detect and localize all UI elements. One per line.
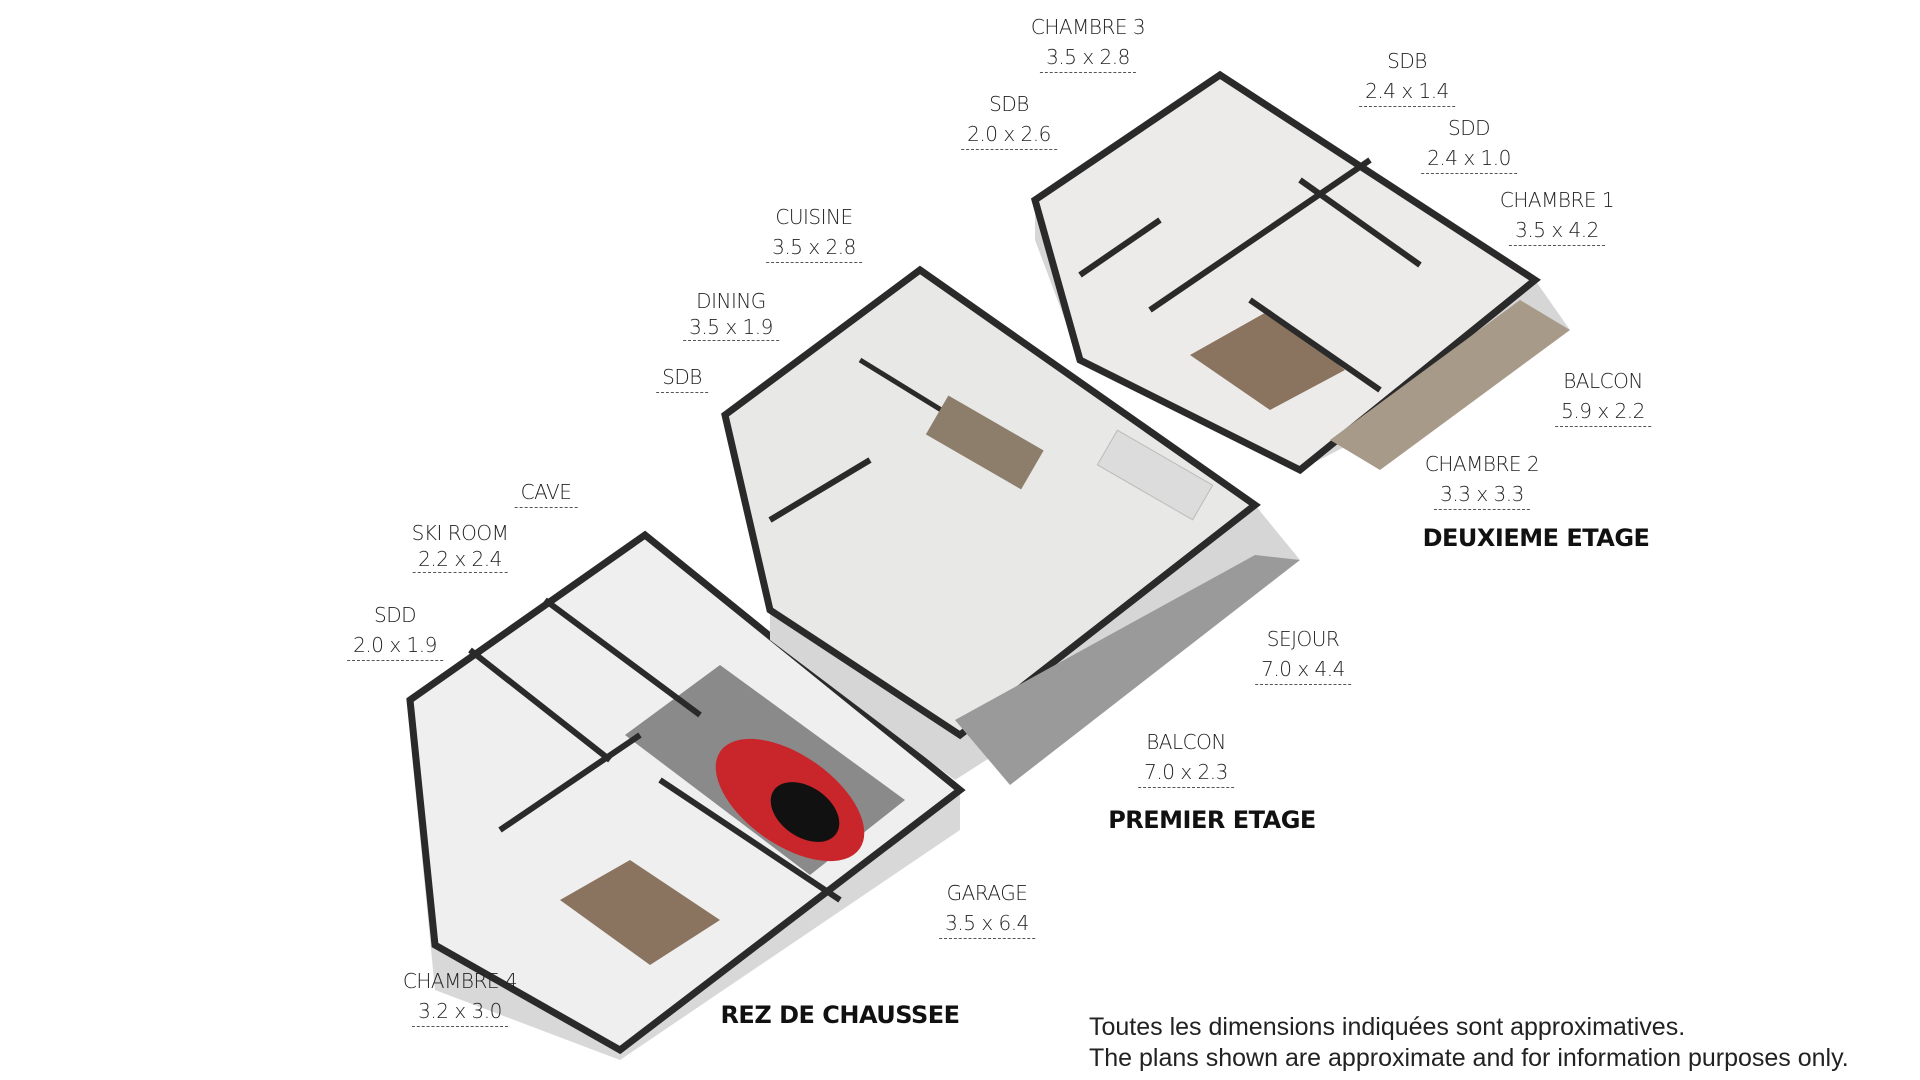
room-name: SDB [1387,49,1427,73]
label-sdb-2: SDB 2.0 x 2.6 [961,89,1057,150]
dining-table [925,395,1044,490]
label-chambre-3: CHAMBRE 3 3.5 x 2.8 [1030,12,1146,73]
room-dims: 7.0 x 4.4 [1255,654,1351,685]
label-sdd-ground: SDD 2.0 x 1.9 [347,600,443,661]
room-dims: 3.5 x 6.4 [939,908,1035,939]
room-name: GARAGE [946,881,1028,905]
room-name: CHAMBRE 1 [1499,188,1615,212]
room-dims: 3.5 x 2.8 [1040,42,1136,73]
room-name: BALCON [1563,369,1643,393]
label-chambre-2: CHAMBRE 2 3.3 x 3.3 [1424,449,1540,510]
label-cave: CAVE [514,477,578,508]
disclaimer: Toutes les dimensions indiquées sont app… [1089,1012,1849,1074]
disclaimer-fr: Toutes les dimensions indiquées sont app… [1089,1013,1686,1041]
label-cuisine: CUISINE 3.5 x 2.8 [766,202,862,263]
bedroom-floor [560,860,720,965]
floor-title-ground: REZ DE CHAUSSEE [720,1001,960,1029]
second-balcony-floor [1330,300,1570,470]
room-dims: 5.9 x 2.2 [1555,396,1651,427]
label-garage: GARAGE 3.5 x 6.4 [939,878,1035,939]
room-dims: 2.2 x 2.4 [412,546,508,573]
room-name: SDB [656,362,708,393]
room-name: CHAMBRE 2 [1424,452,1540,476]
label-balcon-first: BALCON 7.0 x 2.3 [1138,727,1234,788]
second-floor-plan [1030,70,1570,475]
label-chambre-1: CHAMBRE 1 3.5 x 4.2 [1499,185,1615,246]
room-dims: 3.5 x 1.9 [683,314,779,341]
room-name: SDB [989,92,1029,116]
room-name: BALCON [1146,730,1226,754]
room-dims: 2.0 x 1.9 [347,630,443,661]
label-sdb-top: SDB 2.4 x 1.4 [1359,46,1455,107]
ground-floor-plan [406,530,966,1060]
label-sejour: SEJOUR 7.0 x 4.4 [1255,624,1351,685]
first-floor-plan [721,265,1300,785]
room-name: SEJOUR [1266,627,1340,651]
room-dims: 7.0 x 2.3 [1138,757,1234,788]
label-balcon-top: BALCON 5.9 x 2.2 [1555,366,1651,427]
room-name: SKI ROOM [411,521,509,545]
room-name: SDD [373,603,416,627]
room-name: CHAMBRE 4 [402,969,518,993]
label-chambre-4: CHAMBRE 4 3.2 x 3.0 [402,966,518,1027]
room-name: CHAMBRE 3 [1030,15,1146,39]
room-name: CUISINE [775,205,853,229]
sofa [1096,429,1214,521]
room-dims: 2.4 x 1.0 [1421,143,1517,174]
room-name: SDD [1447,116,1490,140]
floor-title-second: DEUXIEME ETAGE [1422,524,1650,552]
room-dims: 3.5 x 2.8 [766,232,862,263]
label-sdd-top: SDD 2.4 x 1.0 [1421,113,1517,174]
first-balcony-floor [955,555,1300,785]
room-dims: 3.3 x 3.3 [1434,479,1530,510]
room-dims: 2.0 x 2.6 [961,119,1057,150]
room-dims: 3.2 x 3.0 [412,996,508,1027]
disclaimer-en: The plans shown are approximate and for … [1089,1044,1849,1072]
room-dims: 3.5 x 4.2 [1509,215,1605,246]
floor-title-first: PREMIER ETAGE [1108,806,1316,834]
room-name: DINING [696,289,766,313]
room-dims: 2.4 x 1.4 [1359,76,1455,107]
room-name: CAVE [514,477,578,508]
label-sdb-first: SDB [656,362,708,393]
